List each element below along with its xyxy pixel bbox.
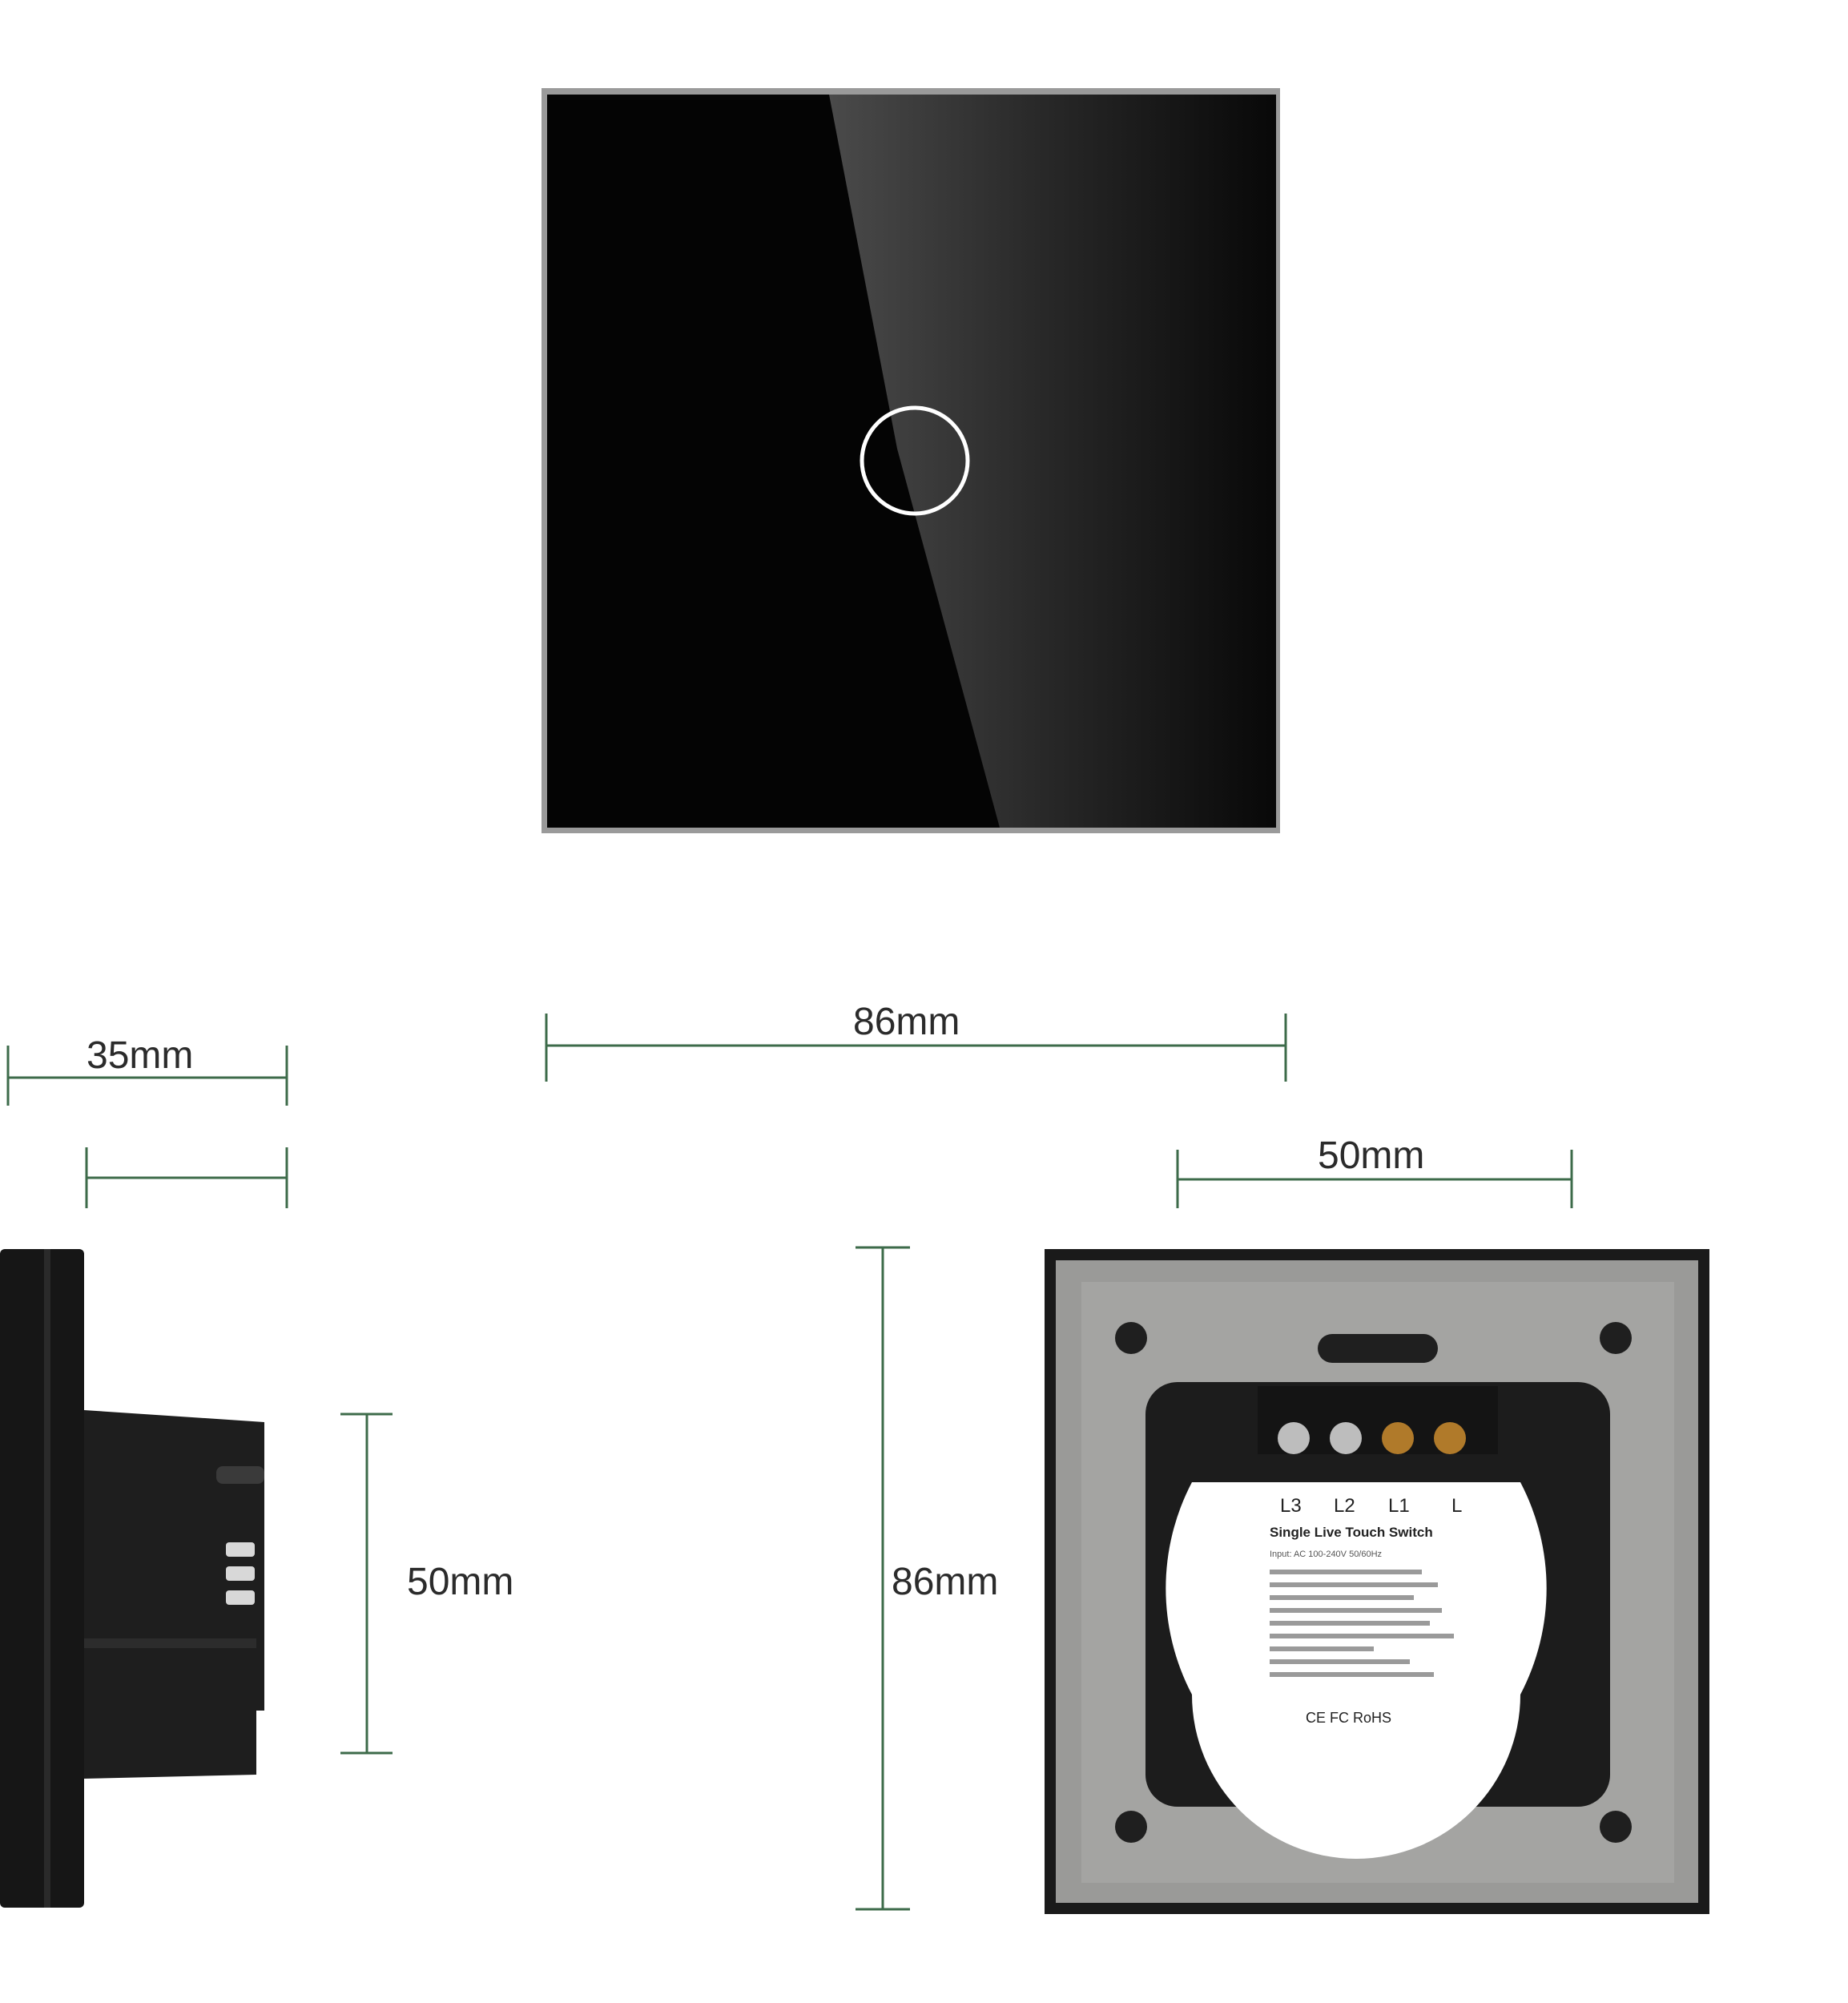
side-glass-edge bbox=[0, 1249, 84, 1908]
mount-hole-tl bbox=[1115, 1322, 1147, 1354]
label-front-width: 86mm bbox=[853, 1001, 960, 1043]
mount-hole-tr bbox=[1600, 1322, 1632, 1354]
glass-reflection bbox=[829, 95, 1276, 828]
dim-front-width bbox=[545, 1014, 1287, 1082]
side-terminal-1 bbox=[226, 1542, 255, 1557]
terminal-label-l3: L3 bbox=[1280, 1495, 1302, 1517]
slot-top bbox=[1318, 1334, 1438, 1363]
side-terminal-3 bbox=[226, 1590, 255, 1605]
terminal-label-l: L bbox=[1451, 1495, 1462, 1517]
label-side-total-depth: 35mm bbox=[87, 1034, 194, 1077]
label-side-body-height: 50mm bbox=[407, 1561, 514, 1603]
back-label bbox=[1166, 1482, 1547, 1859]
label-back-module-width: 50mm bbox=[1318, 1134, 1425, 1177]
side-module-body bbox=[84, 1410, 264, 1779]
back-label-text-lines bbox=[1270, 1570, 1454, 1677]
terminal-screw-l2 bbox=[1330, 1422, 1362, 1454]
terminal-label-l1: L1 bbox=[1388, 1495, 1410, 1517]
back-label-fine-print: Input: AC 100-240V 50/60Hz bbox=[1270, 1550, 1382, 1559]
side-view bbox=[0, 1249, 264, 1908]
dim-side-total-depth bbox=[6, 1046, 288, 1106]
dim-back-module-width bbox=[1176, 1150, 1573, 1208]
side-terminal-2 bbox=[226, 1566, 255, 1581]
front-panel-view bbox=[542, 88, 1280, 833]
dim-side-body-height bbox=[340, 1413, 393, 1755]
mount-hole-bl bbox=[1115, 1811, 1147, 1843]
terminal-screw-l1 bbox=[1382, 1422, 1414, 1454]
back-label-certifications: CE FC RoHS bbox=[1306, 1710, 1391, 1726]
label-back-height: 86mm bbox=[892, 1561, 999, 1603]
terminal-label-l2: L2 bbox=[1334, 1495, 1355, 1517]
touch-button-ring[interactable] bbox=[860, 405, 970, 516]
dim-back-height bbox=[856, 1246, 910, 1911]
back-view: L3 L2 L1 L Single Live Touch Switch Inpu… bbox=[1045, 1249, 1709, 1914]
terminal-screw-l bbox=[1434, 1422, 1466, 1454]
dim-side-body-depth bbox=[85, 1147, 288, 1208]
back-label-title: Single Live Touch Switch bbox=[1270, 1525, 1433, 1540]
terminal-screw-l3 bbox=[1278, 1422, 1310, 1454]
mount-hole-br bbox=[1600, 1811, 1632, 1843]
